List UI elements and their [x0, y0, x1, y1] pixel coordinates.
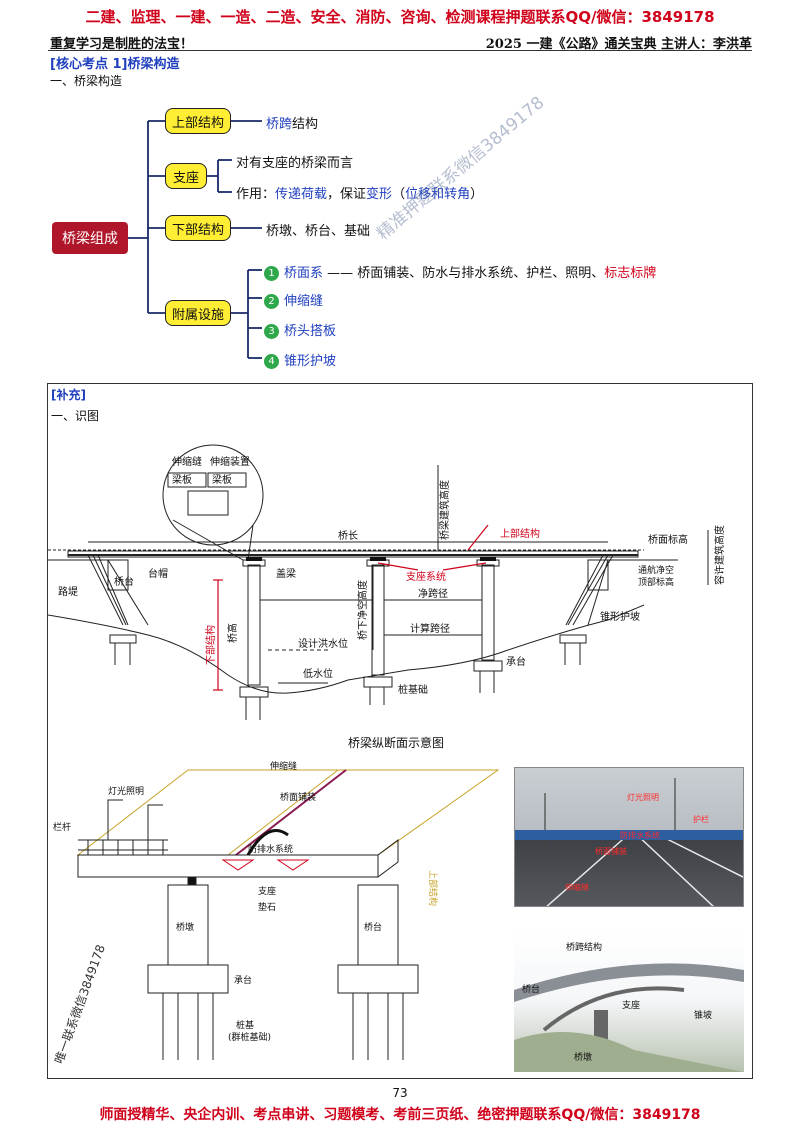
- label-top-level: 顶部标高: [638, 576, 674, 588]
- p2-label-bearing: 支座: [622, 999, 640, 1011]
- header-right: 2025 一建《公路》通关宝典 主讲人：李洪革: [485, 37, 752, 52]
- mindmap-connectors: [128, 120, 262, 359]
- supplement-title: 一、识图: [51, 409, 100, 423]
- p2-label-span: 桥跨结构: [566, 941, 602, 953]
- label-cap: 台帽: [148, 567, 168, 580]
- node-upper-structure: 上部结构: [165, 108, 231, 134]
- label-low-water: 低水位: [303, 667, 333, 680]
- p1-label-light: 灯光照明: [627, 792, 659, 802]
- section-title: [核心考点 1]桥梁构造: [50, 57, 180, 72]
- label-upper-structure: 上部结构: [500, 527, 540, 540]
- p2-label-cone: 锥坡: [694, 1009, 712, 1021]
- page-number: 73: [392, 1086, 408, 1100]
- d2-label-drain: 防排水系统: [248, 843, 293, 855]
- d2-label-rail: 栏杆: [53, 821, 71, 833]
- leaf-lower-items: 桥墩、桥台、基础: [266, 224, 371, 239]
- photo-bridge-deck: 灯光照明 护栏 防排水系统 桥面铺装 伸缩缝: [514, 767, 744, 907]
- d2-label-joint: 伸缩缝: [270, 760, 297, 772]
- leaf-bearing-scope: 对有支座的桥梁而言: [236, 156, 354, 171]
- label-embankment: 路堤: [58, 585, 78, 598]
- d2-label-bearing: 支座: [258, 885, 276, 897]
- node-lower-structure: 下部结构: [165, 215, 231, 241]
- node-auxiliary: 附属设施: [165, 300, 231, 326]
- label-pile-cap: 承台: [506, 655, 526, 668]
- label-under-clearance: 桥下净空高度: [356, 580, 369, 640]
- supplement-frame: [47, 383, 753, 1079]
- label-nav-clearance: 通航净空: [638, 564, 674, 576]
- label-building-height: 桥梁建筑高度: [438, 480, 451, 540]
- label-calc-span: 计算跨径: [410, 622, 450, 635]
- label-clear-span: 净跨径: [418, 587, 448, 600]
- leaf-span-structure: 桥跨结构: [266, 117, 319, 132]
- label-deck-level: 桥面标高: [648, 533, 688, 546]
- header-left: 重复学习是制胜的法宝！: [50, 37, 194, 52]
- node-bearing: 支座: [165, 163, 207, 189]
- p1-label-joint: 伸缩缝: [565, 882, 589, 892]
- p2-label-pier: 桥墩: [574, 1051, 592, 1063]
- d2-label-pad: 垫石: [258, 901, 276, 913]
- label-capbeam: 盖梁: [276, 567, 296, 580]
- d2-label-deck-pave: 桥面铺装: [280, 791, 316, 803]
- bridge-components-diagram: 伸缩缝 灯光照明 桥面铺装 栏杆 防排水系统 支座 垫石 桥墩 桥台 承台 桩基…: [53, 760, 500, 1060]
- d2-label-light: 灯光照明: [108, 785, 144, 797]
- label-pier-height: 桥高: [226, 623, 239, 643]
- p1-label-pave: 桥面铺装: [595, 846, 627, 856]
- sub-title: 一、桥梁构造: [50, 74, 123, 88]
- label-abutment: 桥台: [114, 575, 134, 588]
- d2-label-abutment: 桥台: [364, 921, 382, 933]
- label-allow-height: 容许建筑高度: [713, 525, 726, 585]
- label-joint: 伸缩缝: [172, 455, 202, 468]
- supplement-tag: [补充]: [51, 388, 86, 402]
- top-banner: 二建、监理、一建、一造、二造、安全、消防、咨询、检测课程押题联系QQ/微信：38…: [85, 8, 715, 26]
- label-beam-left: 梁板: [172, 473, 192, 486]
- d2-label-pile-note: (群桩基础): [228, 1031, 271, 1043]
- label-joint-device: 伸缩装置: [210, 455, 250, 468]
- diagram1-caption: 桥梁纵断面示意图: [348, 735, 444, 750]
- label-flood-level: 设计洪水位: [298, 637, 348, 650]
- label-cone-slope: 锥形护坡: [600, 610, 640, 623]
- p1-label-drain: 防排水系统: [620, 830, 660, 840]
- mindmap-root: 桥梁组成: [52, 222, 128, 254]
- label-bearing-system: 支座系统: [406, 570, 446, 583]
- d2-label-pile-cap: 承台: [234, 974, 252, 986]
- p2-label-abutment: 桥台: [522, 983, 540, 995]
- leaf-bearing-function: 作用：传递荷载，保证变形（位移和转角）: [236, 187, 484, 202]
- label-lower-structure: 下部结构: [204, 625, 217, 665]
- d2-label-upper: 上部结构: [427, 870, 439, 906]
- p1-label-rail: 护栏: [693, 814, 709, 824]
- bottom-banner: 师面授精华、央企内训、考点串讲、习题模考、考前三页纸、绝密押题联系QQ/微信：3…: [99, 1107, 701, 1123]
- photo-bridge-arch: 桥跨结构 桥台 支座 锥坡 桥墩: [514, 930, 744, 1072]
- d2-label-pier: 桥墩: [176, 921, 194, 933]
- d2-label-pile: 桩基: [236, 1019, 254, 1031]
- header-rule: [48, 50, 752, 51]
- label-pile-foundation: 桩基础: [398, 683, 428, 696]
- longitudinal-section-diagram: 伸缩缝 伸缩装置 梁板 梁板 桥长 上部结构 桥面标高 通航净空 顶部标高 桥台…: [48, 444, 726, 750]
- label-bridge-length: 桥长: [338, 530, 358, 542]
- label-beam-right: 梁板: [212, 473, 232, 486]
